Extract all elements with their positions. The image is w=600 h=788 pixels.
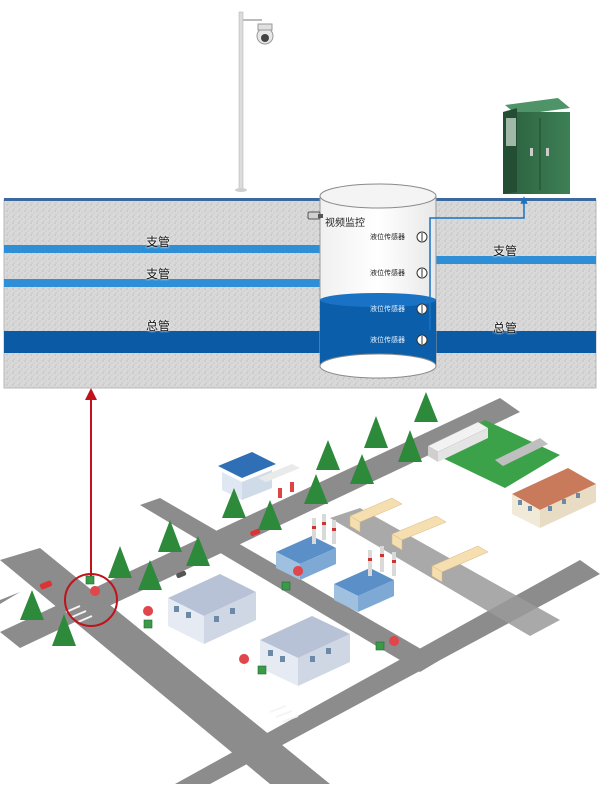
tree-icon	[20, 392, 438, 646]
ground-surface	[4, 198, 596, 201]
branch-pipe-label-1: 支管	[146, 235, 171, 249]
gas-station	[218, 452, 300, 500]
car	[250, 528, 261, 537]
factory-icon	[276, 514, 336, 580]
office-building	[260, 616, 350, 686]
branch-pipe-right	[436, 256, 596, 264]
sensor-label-3: 液位传感器	[370, 305, 405, 313]
road	[330, 508, 560, 636]
office-building	[168, 574, 256, 644]
sensor-icon	[416, 231, 428, 243]
cabinet-icon	[503, 98, 570, 194]
city-map	[0, 392, 600, 784]
camera-icon	[307, 211, 323, 220]
soil-layer	[3, 199, 597, 389]
factory-icon	[334, 546, 396, 612]
main-pipe-label-left: 总管	[146, 319, 171, 333]
sensor-label-4: 液位传感器	[370, 336, 405, 344]
map-marker-icon	[90, 566, 400, 674]
road	[0, 398, 520, 648]
storage-blocks	[349, 497, 489, 583]
car	[176, 570, 187, 579]
main-pipe-label-right: 总管	[493, 321, 518, 335]
branch-pipe-left-2	[4, 279, 320, 287]
branch-pipe-label-right: 支管	[493, 244, 518, 258]
main-pipe-left	[4, 331, 320, 353]
sensor-label-1: 液位传感器	[370, 233, 405, 241]
sensor-icon	[416, 267, 428, 279]
sensor-icon	[416, 303, 428, 315]
well	[319, 183, 437, 379]
highlight-circle	[64, 573, 118, 627]
main-pipe-right	[436, 331, 596, 353]
road	[175, 560, 600, 784]
car	[39, 580, 53, 590]
sensor-label-2: 液位传感器	[370, 269, 405, 277]
signal-line	[429, 196, 528, 330]
camera-pole	[235, 11, 274, 192]
branch-pipe-left-1	[4, 245, 320, 253]
sensor-icon	[416, 334, 428, 346]
warehouse	[427, 421, 489, 462]
residential-building	[512, 468, 596, 528]
branch-pipe-label-2: 支管	[146, 267, 171, 281]
cross-section	[3, 183, 597, 389]
video-monitor-label: 视频监控	[325, 218, 365, 229]
